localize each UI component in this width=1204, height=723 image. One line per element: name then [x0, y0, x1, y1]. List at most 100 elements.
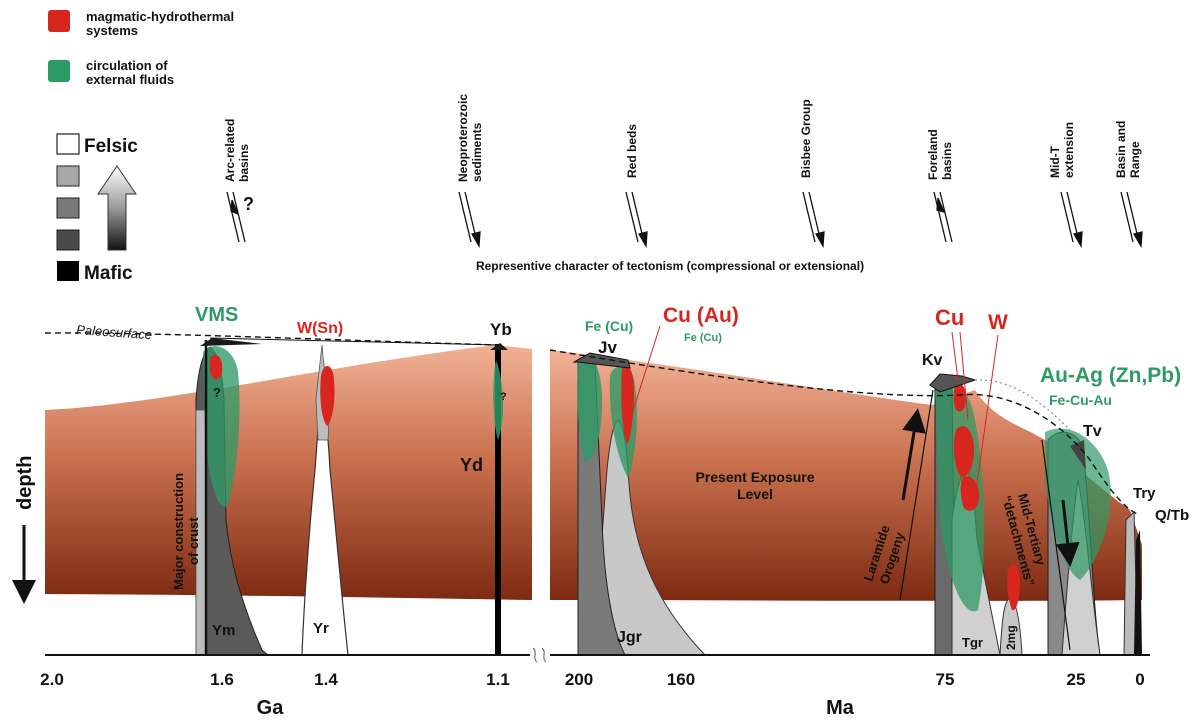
scale-swatch-4	[56, 229, 80, 251]
try-label: Try	[1133, 485, 1156, 502]
depth-indicator: depth	[12, 456, 36, 604]
scale-swatch-2	[56, 165, 80, 187]
vms-question-mark: ?	[213, 385, 221, 400]
wsn-label: W(Sn)	[297, 320, 343, 337]
legend-label-external-1: circulation of	[86, 58, 168, 73]
tectonic-event-2-line2: sediments	[470, 122, 484, 182]
felsic-mafic-scale: Felsic Mafic	[56, 133, 138, 284]
fault-symbol-foreland	[933, 191, 953, 243]
legend-label-external-2: external fluids	[86, 72, 174, 87]
tick-ma-0: 0	[1135, 670, 1144, 689]
tick-ma-25: 25	[1067, 670, 1086, 689]
kv-label: Kv	[922, 352, 943, 369]
fe-cu-small-label: Fe (Cu)	[684, 332, 722, 344]
tick-ga-1-6: 1.6	[210, 670, 234, 689]
cu-pointer-2	[959, 331, 969, 421]
fault-symbol-neoproterozoic	[458, 191, 481, 249]
tectonism-caption: Representive character of tectonism (com…	[476, 259, 864, 273]
scale-swatch-felsic	[56, 133, 80, 155]
2mg-red-body	[1007, 564, 1020, 611]
legend: magmatic-hydrothermal systems circulatio…	[48, 9, 234, 284]
axis-unit-ga: Ga	[257, 697, 285, 719]
vms-label: VMS	[195, 304, 238, 326]
vms-cap	[200, 338, 262, 346]
cu-label: Cu	[935, 305, 964, 330]
depth-label: depth	[14, 456, 36, 510]
wsn-red-body	[320, 365, 335, 426]
paleosurface-dotted-tail	[974, 379, 1071, 431]
scale-swatch-mafic	[57, 261, 79, 281]
tectonic-event-2-line1: Neoproterozoic	[456, 94, 470, 182]
present-exposure-line2: Level	[737, 486, 773, 502]
jgr-label: Jgr	[617, 629, 642, 646]
legend-mafic-label: Mafic	[84, 263, 133, 284]
tick-ma-160: 160	[667, 670, 695, 689]
tectonic-events: Arc-related basins Neoproterozoic sedime…	[223, 94, 1143, 273]
cu-pointer-1	[951, 331, 959, 381]
jv-label: Jv	[598, 338, 617, 357]
phanerozoic-panel: Fe (Cu) Cu (Au) Fe (Cu) Jv Cu W Kv Au-Ag…	[549, 304, 1189, 656]
laramide-arrow	[901, 408, 926, 501]
fault-symbol-basin-range	[1120, 191, 1143, 249]
cu-au-pointer	[629, 325, 661, 421]
legend-swatch-external	[48, 60, 70, 82]
qtb-body	[1134, 530, 1142, 655]
tectonic-event-6-line2: extension	[1062, 122, 1076, 178]
tectonic-event-3-line1: Red beds	[625, 124, 639, 178]
cu-au-label: Cu (Au)	[663, 304, 739, 327]
au-ag-label: Au-Ag (Zn,Pb)	[1040, 364, 1181, 387]
proterozoic-panel: ? ? Paleosurface VMS W(Sn) Yb Yd Major c…	[44, 304, 532, 656]
tectonic-question-mark: ?	[243, 194, 254, 214]
kv-red-body-3	[953, 383, 966, 412]
jv-cap	[572, 352, 631, 369]
tectonic-event-1-line2: basins	[237, 144, 251, 182]
vms-red-core	[210, 354, 223, 380]
tick-ga-1-4: 1.4	[314, 670, 338, 689]
crust-body-left	[45, 345, 532, 600]
tick-ma-75: 75	[936, 670, 955, 689]
legend-label-magmatic-1: magmatic-hydrothermal	[86, 9, 234, 24]
2mg-label: 2mg	[1004, 625, 1018, 650]
yd-green-sill	[493, 360, 504, 440]
tectonic-event-5-line1: Foreland	[926, 129, 940, 180]
fe-cu-au-label: Fe-Cu-Au	[1049, 392, 1112, 408]
tv-label: Tv	[1083, 423, 1102, 440]
tectonic-event-7-line1: Basin and	[1114, 121, 1128, 178]
paleosurface-line-right	[549, 349, 1141, 516]
tectonic-event-6-line1: Mid-T	[1048, 145, 1062, 178]
legend-felsic-label: Felsic	[84, 136, 138, 157]
vms-green-halo	[203, 346, 240, 507]
cu-au-red-body	[621, 366, 634, 445]
paleosurface-marker-vms	[209, 337, 499, 346]
yb-cap	[490, 343, 508, 350]
tectonic-event-5-line2: basins	[940, 142, 954, 180]
laramide-fault	[899, 389, 934, 601]
crust-body-right	[550, 350, 1142, 601]
qtb-label: Q/Tb	[1155, 507, 1189, 524]
yd-question-mark: ?	[500, 391, 507, 403]
time-axis: 2.0 1.6 1.4 1.1 200 160 75 25 0 Ga Ma	[40, 647, 1150, 719]
w-label: W	[988, 311, 1008, 334]
yd-label: Yd	[460, 455, 483, 475]
fault-symbol-red-beds	[625, 191, 648, 249]
legend-label-magmatic-2: systems	[86, 23, 138, 38]
kv-red-body-2	[960, 476, 980, 511]
fault-symbol-bisbee	[802, 191, 825, 249]
jv-green-halo-1	[577, 357, 603, 462]
major-construction-line2: of crust	[186, 517, 201, 565]
paleosurface-label: Paleosurface	[76, 322, 153, 342]
tgr-label: Tgr	[962, 635, 983, 650]
axis-unit-ma: Ma	[826, 697, 855, 719]
ym-label: Ym	[212, 622, 235, 639]
w-pointer	[975, 334, 999, 491]
tectonic-event-7-line2: Range	[1128, 141, 1142, 178]
tectonic-event-4-line1: Bisbee Group	[799, 99, 813, 178]
fault-symbol-arc	[226, 191, 246, 243]
tick-ga-2-0: 2.0	[40, 670, 64, 689]
fe-cu-green-label: Fe (Cu)	[585, 318, 633, 334]
fault-symbol-mid-t	[1060, 191, 1083, 249]
tick-ga-1-1: 1.1	[486, 670, 510, 689]
midtert-arrow	[1055, 499, 1080, 567]
tectonic-event-1-line1: Arc-related	[223, 119, 237, 182]
